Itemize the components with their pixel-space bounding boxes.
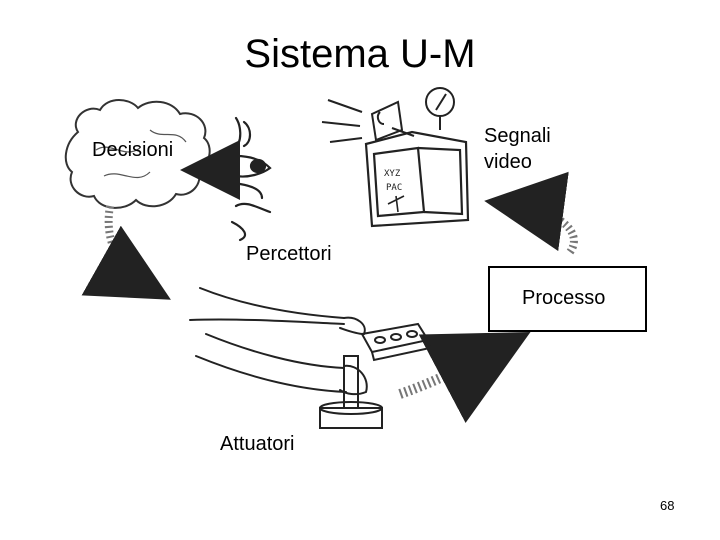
monitor-icon <box>364 130 470 228</box>
label-segnali-video-1: Segnali <box>484 125 551 147</box>
label-processo: Processo <box>522 287 606 309</box>
label-attuatori: Attuatori <box>220 433 295 455</box>
label-decisioni: Decisioni <box>92 139 174 161</box>
camera-icon <box>321 87 455 143</box>
panel-text-1: XYZ <box>384 169 401 179</box>
face-icon <box>230 116 272 242</box>
page-number: 68 <box>660 498 675 513</box>
joystick-icon <box>319 355 383 429</box>
panel-text-2: PAC <box>386 183 402 193</box>
label-segnali-video-2: video <box>484 151 532 173</box>
hands-icon <box>189 287 368 396</box>
control-panel-icon <box>360 322 432 362</box>
process-box <box>488 266 647 332</box>
slide-title: Sistema U-M <box>244 32 476 76</box>
label-percettori: Percettori <box>246 242 332 266</box>
